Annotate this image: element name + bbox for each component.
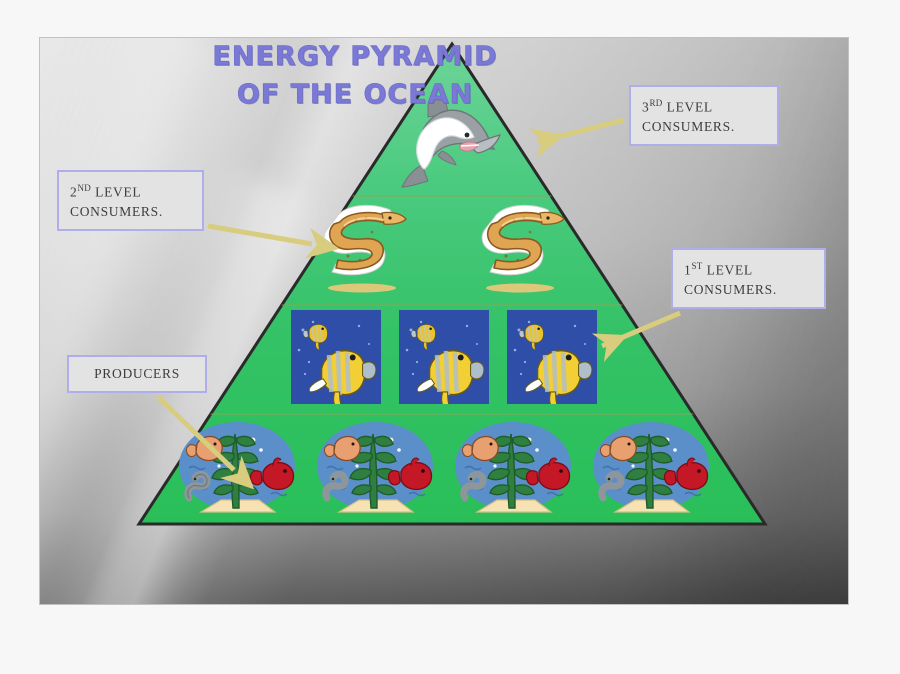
- seaweed-scene: [593, 422, 709, 513]
- seaweed-scene: [179, 422, 295, 513]
- callout-2nd-level-consumers[interactable]: 2ND LEVEL CONSUMERS.: [57, 170, 204, 231]
- level-1-row: [40, 308, 848, 406]
- title-line-2: OF THE OCEAN: [236, 79, 474, 111]
- callout-1st-suffix: ST: [691, 261, 703, 271]
- callout-producers[interactable]: PRODUCERS: [67, 355, 207, 393]
- slide-canvas: ENERGY PYRAMID OF THE OCEAN 3RD LEVEL CO…: [40, 38, 848, 604]
- callout-3rd-suffix: RD: [649, 98, 663, 108]
- callout-3rd-line1-rest: LEVEL: [662, 99, 713, 115]
- butterflyfish-panel: [507, 310, 597, 404]
- level-2-row: [40, 196, 848, 296]
- title-line-1: ENERGY PYRAMID: [212, 41, 498, 73]
- callout-2nd-line2: CONSUMERS.: [70, 203, 163, 219]
- callout-1st-level-consumers[interactable]: 1ST LEVEL CONSUMERS.: [671, 248, 826, 309]
- eel-icon: [323, 204, 407, 293]
- eel-icon: [481, 204, 565, 293]
- callout-3rd-ordinal: 3: [642, 99, 650, 115]
- callout-2nd-line1-rest: LEVEL: [91, 184, 142, 200]
- callout-3rd-level-consumers[interactable]: 3RD LEVEL CONSUMERS.: [629, 85, 779, 146]
- butterflyfish-panel: [399, 310, 489, 404]
- page-title: ENERGY PYRAMID OF THE OCEAN: [85, 38, 625, 114]
- callout-1st-line2: CONSUMERS.: [684, 281, 777, 297]
- pyramid-body: [136, 41, 768, 526]
- callout-1st-ordinal: 1: [684, 262, 692, 278]
- seaweed-scene: [455, 422, 571, 513]
- callout-2nd-suffix: ND: [77, 183, 92, 193]
- producers-row: [40, 416, 848, 520]
- callout-3rd-line2: CONSUMERS.: [642, 118, 735, 134]
- butterflyfish-panel: [291, 310, 381, 404]
- callout-producers-label: PRODUCERS: [94, 366, 180, 381]
- level-3-row: [40, 90, 848, 200]
- shark-icon: [401, 97, 501, 188]
- energy-pyramid: [136, 41, 768, 526]
- callout-1st-line1-rest: LEVEL: [702, 262, 753, 278]
- seaweed-scene: [317, 422, 433, 513]
- callout-2nd-ordinal: 2: [70, 184, 78, 200]
